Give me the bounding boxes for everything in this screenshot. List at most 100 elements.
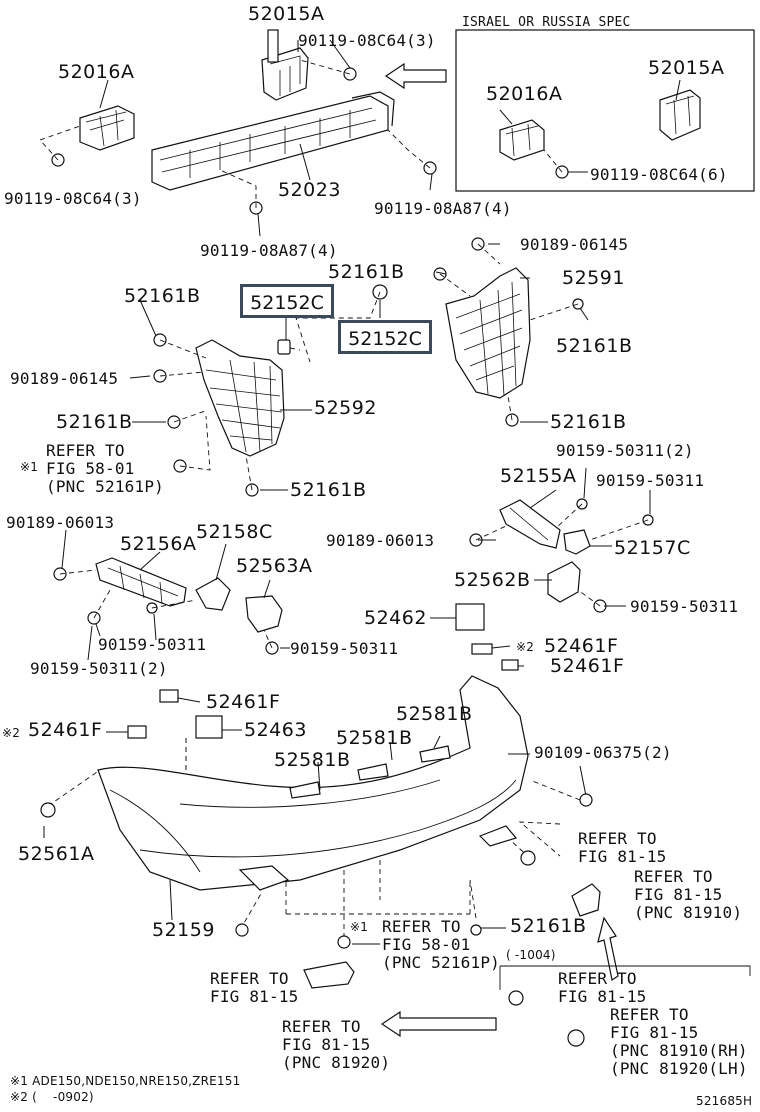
part-label-52161B-1: 52161B bbox=[328, 261, 405, 283]
highlight-box-52152C-left: 52152C bbox=[240, 284, 334, 318]
part-label-90159-50311-2-top: 90159-50311(2) bbox=[556, 441, 694, 460]
part-label-52592: 52592 bbox=[314, 397, 377, 419]
refer-fig-81-15-rh-lh: REFER TO FIG 81-15 (PNC 81910(RH) (PNC 8… bbox=[610, 1005, 748, 1078]
part-label-90189-06013-left: 90189-06013 bbox=[6, 513, 115, 532]
part-label-52161B-4: 52161B bbox=[56, 411, 133, 433]
lamp-bracket-81910 bbox=[571, 883, 601, 917]
clips-mid bbox=[153, 267, 584, 497]
inset-label-52016A: 52016A bbox=[486, 83, 563, 105]
note-mark-1-bottom: ※1 bbox=[350, 920, 369, 934]
highlight-label-52152C-right: 52152C bbox=[348, 328, 422, 350]
fasteners-bumper bbox=[40, 793, 593, 1047]
refer-fig-58-01-left: REFER TO FIG 58-01 (PNC 52161P) bbox=[46, 441, 164, 496]
inset-bracket-52015A bbox=[659, 89, 701, 141]
part-label-52158C: 52158C bbox=[196, 521, 273, 543]
note-mark-1-left: ※1 bbox=[20, 460, 39, 474]
part-label-52161B-2: 52161B bbox=[124, 285, 201, 307]
part-label-52461F-d: 52461F bbox=[28, 719, 103, 741]
leaders-solid bbox=[99, 39, 681, 491]
arrow-top bbox=[384, 62, 447, 90]
part-label-52461F-a: 52461F bbox=[544, 635, 619, 657]
part-label-52581B-b: 52581B bbox=[336, 727, 413, 749]
part-label-90119-08A87-4-right: 90119-08A87(4) bbox=[374, 199, 512, 218]
arrow-up-right bbox=[597, 916, 619, 981]
retainer-52155A bbox=[499, 499, 561, 549]
bracket-52591 bbox=[445, 267, 531, 399]
leaders-bumper-solid bbox=[43, 735, 587, 945]
bracket-52015A bbox=[261, 29, 309, 101]
reinforcement-bar-52023 bbox=[151, 91, 395, 191]
part-label-52157C: 52157C bbox=[614, 537, 691, 559]
inset-label-90119-08C64-6: 90119-08C64(6) bbox=[590, 165, 728, 184]
highlight-box-52152C-right: 52152C bbox=[338, 320, 432, 354]
part-label-52561A: 52561A bbox=[18, 843, 95, 865]
range-line bbox=[500, 965, 751, 976]
highlight-label-52152C-left: 52152C bbox=[250, 292, 324, 314]
inset-label-52015A: 52015A bbox=[648, 57, 725, 79]
part-label-90159-50311-top: 90159-50311 bbox=[596, 471, 705, 490]
part-label-52161B-7: 52161B bbox=[510, 915, 587, 937]
part-label-90159-50311-right: 90159-50311 bbox=[630, 597, 739, 616]
note-mark-2-d: ※2 bbox=[2, 726, 21, 740]
part-label-90159-50311-center: 90159-50311 bbox=[290, 639, 399, 658]
retainer-52157C bbox=[563, 529, 591, 555]
refer-fig-81-15-c: REFER TO FIG 81-15 bbox=[558, 969, 647, 1006]
part-label-90119-08C64-3-top: 90119-08C64(3) bbox=[298, 31, 436, 50]
part-label-52161B-5: 52161B bbox=[290, 479, 367, 501]
part-label-90189-06145-left: 90189-06145 bbox=[10, 369, 119, 388]
part-label-52016A-left: 52016A bbox=[58, 61, 135, 83]
pads bbox=[127, 603, 519, 739]
inset-box bbox=[455, 29, 755, 192]
part-label-52463: 52463 bbox=[244, 719, 307, 741]
leaders-mid-solid bbox=[61, 467, 651, 661]
retainer-52158C bbox=[195, 577, 231, 611]
note-mark-2-a: ※2 bbox=[516, 640, 535, 654]
part-label-52461F-b: 52461F bbox=[550, 655, 625, 677]
footnote-2: ※2 ( -0902) bbox=[10, 1090, 94, 1104]
footnote-1: ※1 ADE150,NDE150,NRE150,ZRE151 bbox=[10, 1074, 241, 1088]
part-label-52023: 52023 bbox=[278, 179, 341, 201]
refer-fig-81-15-a: REFER TO FIG 81-15 bbox=[578, 829, 667, 866]
leaders-top bbox=[39, 59, 563, 265]
part-label-90159-50311-mid: 90159-50311 bbox=[98, 635, 207, 654]
retainer-52562B bbox=[547, 561, 581, 603]
part-label-52563A: 52563A bbox=[236, 555, 313, 577]
diagram-id: 521685H bbox=[696, 1094, 753, 1108]
part-label-90119-08A87-4-bottom: 90119-08A87(4) bbox=[200, 241, 338, 260]
part-label-52581B-c: 52581B bbox=[274, 749, 351, 771]
part-label-52591: 52591 bbox=[562, 267, 625, 289]
refer-fig-81-15-b: REFER TO FIG 81-15 bbox=[210, 969, 299, 1006]
retainer-52156A bbox=[95, 557, 187, 607]
range-label-1004: ( -1004) bbox=[506, 948, 556, 962]
part-label-52156A: 52156A bbox=[120, 533, 197, 555]
part-label-90109-06375-2: 90109-06375(2) bbox=[534, 743, 672, 762]
refer-fig-58-01-bottom: REFER TO FIG 58-01 (PNC 52161P) bbox=[382, 917, 500, 972]
part-label-52015A-top: 52015A bbox=[248, 3, 325, 25]
leaders-bumper bbox=[47, 769, 581, 938]
leaders-mid bbox=[159, 273, 579, 491]
reflectors-52581B bbox=[289, 745, 451, 799]
bracket-52592 bbox=[195, 339, 285, 457]
part-label-52462: 52462 bbox=[364, 607, 427, 629]
leaders-mid2 bbox=[59, 503, 649, 649]
part-label-52461F-c: 52461F bbox=[206, 691, 281, 713]
lamp-bracket-81920 bbox=[303, 961, 355, 989]
arrow-left-bottom bbox=[380, 1010, 497, 1038]
bracket-52016A bbox=[79, 105, 135, 151]
part-label-52581B-a: 52581B bbox=[396, 703, 473, 725]
part-label-90189-06145-right: 90189-06145 bbox=[520, 235, 629, 254]
part-label-52562B: 52562B bbox=[454, 569, 531, 591]
part-label-90189-06013-right: 90189-06013 bbox=[326, 531, 435, 550]
bumper-cover-52159 bbox=[97, 675, 529, 891]
part-label-52161B-6: 52161B bbox=[550, 411, 627, 433]
refer-fig-81-15-81920: REFER TO FIG 81-15 (PNC 81920) bbox=[282, 1017, 391, 1072]
inset-title: ISRAEL OR RUSSIA SPEC bbox=[462, 15, 631, 30]
part-label-52159: 52159 bbox=[152, 919, 215, 941]
part-label-52161B-3: 52161B bbox=[556, 335, 633, 357]
inset-bracket-52016A bbox=[499, 119, 545, 161]
part-label-52155A: 52155A bbox=[500, 465, 577, 487]
part-label-90119-08C64-3-left: 90119-08C64(3) bbox=[4, 189, 142, 208]
part-label-90159-50311-2-left: 90159-50311(2) bbox=[30, 659, 168, 678]
refer-fig-81-15-81910: REFER TO FIG 81-15 (PNC 81910) bbox=[634, 867, 743, 922]
